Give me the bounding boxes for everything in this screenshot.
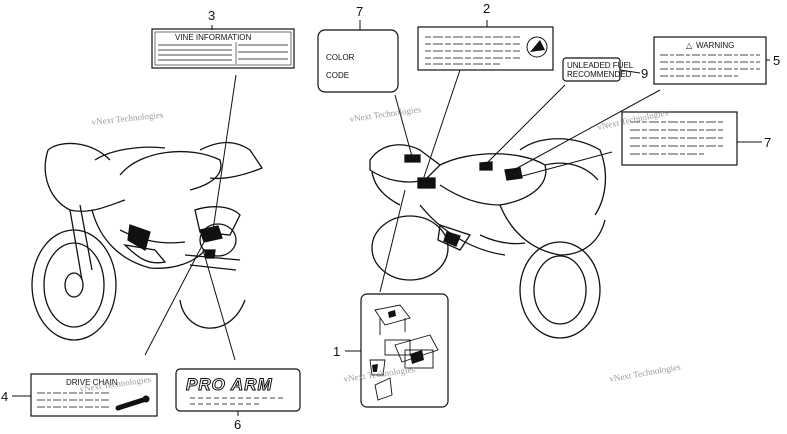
callout-3: 3 xyxy=(208,8,215,23)
label-drive-chain: DRIVE CHAIN xyxy=(30,373,158,417)
code-label-text: CODE xyxy=(326,71,349,80)
label-unleaded-fuel: UNLEADED FUEL RECOMMENDED xyxy=(562,57,634,82)
callout-5: 5 xyxy=(773,53,780,68)
watermark-1: vNext Technologies xyxy=(91,109,164,127)
right-motorcycle-drawing xyxy=(369,138,607,339)
callout-9: 9 xyxy=(641,66,648,81)
vin-label-text: VINE INFORMATION xyxy=(175,33,252,42)
unleaded-line2: RECOMMENDED xyxy=(567,70,632,79)
label-vin-information: VINE INFORMATION xyxy=(151,28,295,69)
label-with-emblem xyxy=(417,26,554,71)
drive-chain-label-text: DRIVE CHAIN xyxy=(66,378,118,387)
watermark-6: vNext Technologies xyxy=(609,362,682,384)
label-plain-text xyxy=(621,111,738,166)
label-ignition-diagram xyxy=(360,293,449,408)
label-warning: △ WARNING xyxy=(653,36,767,85)
callout-4: 4 xyxy=(1,389,8,404)
color-label-text: COLOR xyxy=(326,53,355,62)
leader-lines xyxy=(12,20,770,416)
callout-1: 1 xyxy=(333,344,340,359)
callout-2: 2 xyxy=(483,1,490,16)
watermark-2: vNext Technologies xyxy=(349,104,422,124)
wing-emblem-icon xyxy=(526,36,548,58)
callout-7: 7 xyxy=(764,135,771,150)
callout-6: 6 xyxy=(234,417,241,432)
left-motorcycle-drawing xyxy=(31,141,263,341)
warning-label-text: WARNING xyxy=(696,41,734,50)
unleaded-line1: UNLEADED FUEL xyxy=(567,61,634,70)
label-color-code: COLOR CODE xyxy=(317,29,399,93)
warning-symbol-icon: △ xyxy=(686,41,693,50)
pro-arm-label-text: PRO ARM xyxy=(186,375,273,394)
label-pro-arm: PRO ARM xyxy=(175,368,301,412)
callout-8: 7 xyxy=(356,4,363,19)
